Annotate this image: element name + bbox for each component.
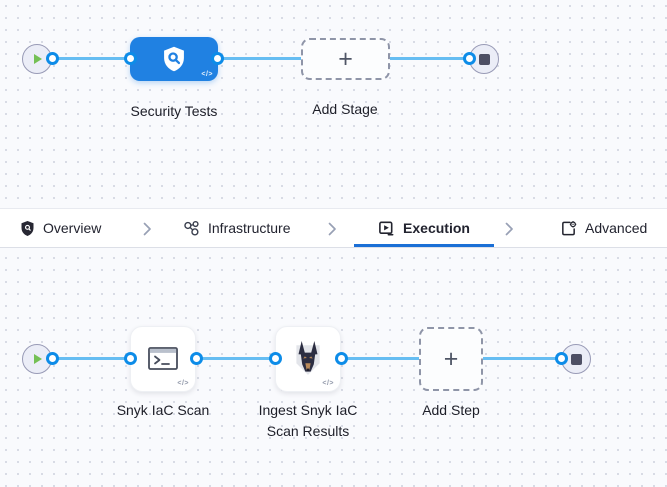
connector-dot [124,352,137,365]
code-badge: </> [201,71,213,78]
tab-label: Overview [43,220,102,236]
step-label: Ingest Snyk IaC Scan Results [258,402,358,439]
play-icon [34,354,42,364]
stage-flow-line [37,57,484,60]
terminal-icon [148,347,178,370]
connector-dot [124,52,137,65]
connector-dot [46,52,59,65]
chevron-right-icon [143,222,151,236]
tab-execution[interactable]: Execution [354,209,494,247]
play-icon [34,54,42,64]
shield-scan-icon [164,46,184,72]
tab-overview[interactable]: Overview [20,209,101,247]
code-badge: </> [177,380,189,387]
active-tab-underline [354,244,494,247]
chevron-right-icon [328,222,336,236]
tab-label: Advanced [585,220,648,236]
add-step-label: Add Step [422,402,480,418]
tab-advanced[interactable]: Advanced [560,209,647,247]
connector-dot [211,52,224,65]
connector-dot [335,352,348,365]
connector-dot [46,352,59,365]
add-stage-button[interactable]: + [301,38,390,80]
code-badge: </> [322,380,334,387]
tab-label: Infrastructure [208,220,291,236]
connector-dot [463,52,476,65]
plus-icon: + [338,44,353,73]
document-gear-icon [562,220,577,235]
connector-dot [555,352,568,365]
tab-label: Execution [403,220,470,236]
doberman-icon [296,341,320,375]
tab-infrastructure[interactable]: Infrastructure [183,209,290,247]
stop-icon [570,353,582,365]
stage-config-tab-bar: Overview Infrastructure Execut [0,208,667,248]
step-card-ingest-snyk-iac-scan-results[interactable]: </> [275,326,341,392]
stop-icon [478,53,490,65]
pipeline-end-node [469,44,499,74]
stage-card-security-tests[interactable]: </> [130,37,218,81]
add-step-button[interactable]: + [419,327,483,391]
step-card-snyk-iac-scan[interactable]: </> [130,326,196,392]
shield-icon [21,220,34,236]
add-stage-label: Add Stage [312,101,378,117]
chevron-right-icon [505,222,513,236]
stage-canvas[interactable]: </> Security Tests + Add Stage [0,0,667,208]
step-label: Snyk IaC Scan [116,402,210,418]
stage-label: Security Tests [130,103,218,119]
play-square-icon [379,221,394,235]
plus-icon: + [443,344,459,373]
connector-dot [190,352,203,365]
infrastructure-nodes-icon [184,220,199,236]
connector-dot [269,352,282,365]
